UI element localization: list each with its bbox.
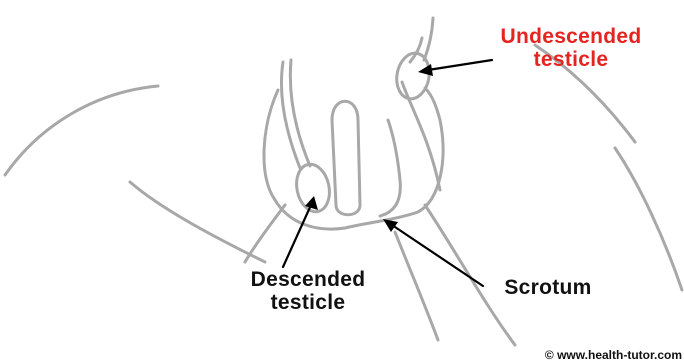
left-thigh-outline [5,86,265,262]
inner-leg-line-left [245,205,285,262]
label-scrotum: Scrotum [488,276,608,299]
label-descended-line1: Descended [218,268,398,291]
label-undescended-testicle: Undescended testicle [468,25,674,71]
copyright-credit: © www.health-tutor.com [545,349,682,362]
label-undescended-line1: Undescended [468,25,674,48]
label-descended-testicle: Descended testicle [218,268,398,314]
inner-leg-line-right [425,205,515,345]
scrotum-right-curve [380,120,400,216]
inner-leg-line-mid [395,232,438,340]
label-undescended-line2: testicle [468,48,674,71]
label-descended-line2: testicle [218,291,398,314]
right-leg-outline [615,148,682,290]
label-scrotum-text: Scrotum [488,276,608,299]
arrow-undescended-head [418,64,433,76]
scrotum-outline [264,88,443,229]
spermatic-cord-left [281,60,310,168]
penis-outline [332,101,360,215]
arrow-scrotum-head [383,219,398,232]
